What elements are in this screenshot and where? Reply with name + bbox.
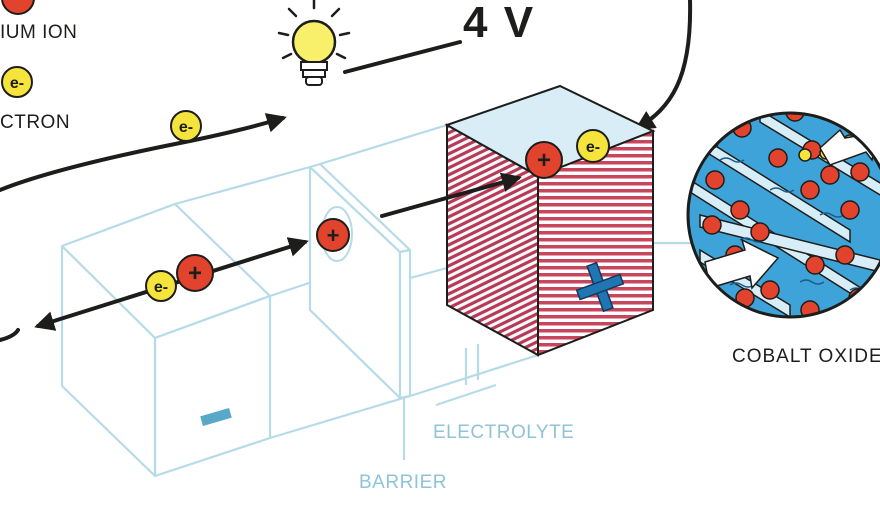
cobalt-oxide-zoom xyxy=(686,111,880,319)
electron-in-anode: e- xyxy=(145,270,177,302)
svg-text:+: + xyxy=(537,147,551,174)
electron-on-wire: e- xyxy=(170,110,202,142)
arrow-to-cathode xyxy=(380,172,522,218)
ion-crossing-barrier: + xyxy=(316,206,353,262)
wire-right xyxy=(634,0,693,131)
wire-top xyxy=(343,40,462,74)
cathode-plus-sign xyxy=(575,261,625,313)
cobalt-oxide-label: COBALT OXIDE xyxy=(732,346,880,367)
svg-text:e-: e- xyxy=(154,279,168,296)
electrolyte-label: ELECTROLYTE xyxy=(433,422,575,443)
svg-text:e-: e- xyxy=(586,139,600,156)
legend-electron-icon: e- xyxy=(1,66,33,98)
svg-text:e-: e- xyxy=(10,75,24,92)
legend-ion-icon xyxy=(1,0,35,15)
wire-bottom-left xyxy=(0,328,20,342)
anode-minus-sign xyxy=(200,408,232,426)
wire-left xyxy=(0,113,287,192)
electron-on-cathode: e- xyxy=(576,129,610,163)
barrier-label: BARRIER xyxy=(359,472,447,493)
svg-text:+: + xyxy=(188,260,202,287)
voltage-label: 4 V xyxy=(463,0,536,47)
cathode-block xyxy=(444,84,656,357)
circuit-wires xyxy=(0,0,693,342)
legend-lithium-ion-label: IUM ION xyxy=(0,22,78,43)
legend-electron-label: CTRON xyxy=(0,112,71,133)
ion-on-cathode: + xyxy=(525,141,563,179)
svg-text:+: + xyxy=(327,223,340,248)
svg-text:e-: e- xyxy=(179,119,193,136)
light-bulb-icon xyxy=(277,0,351,86)
ion-in-anode: + xyxy=(176,254,214,292)
